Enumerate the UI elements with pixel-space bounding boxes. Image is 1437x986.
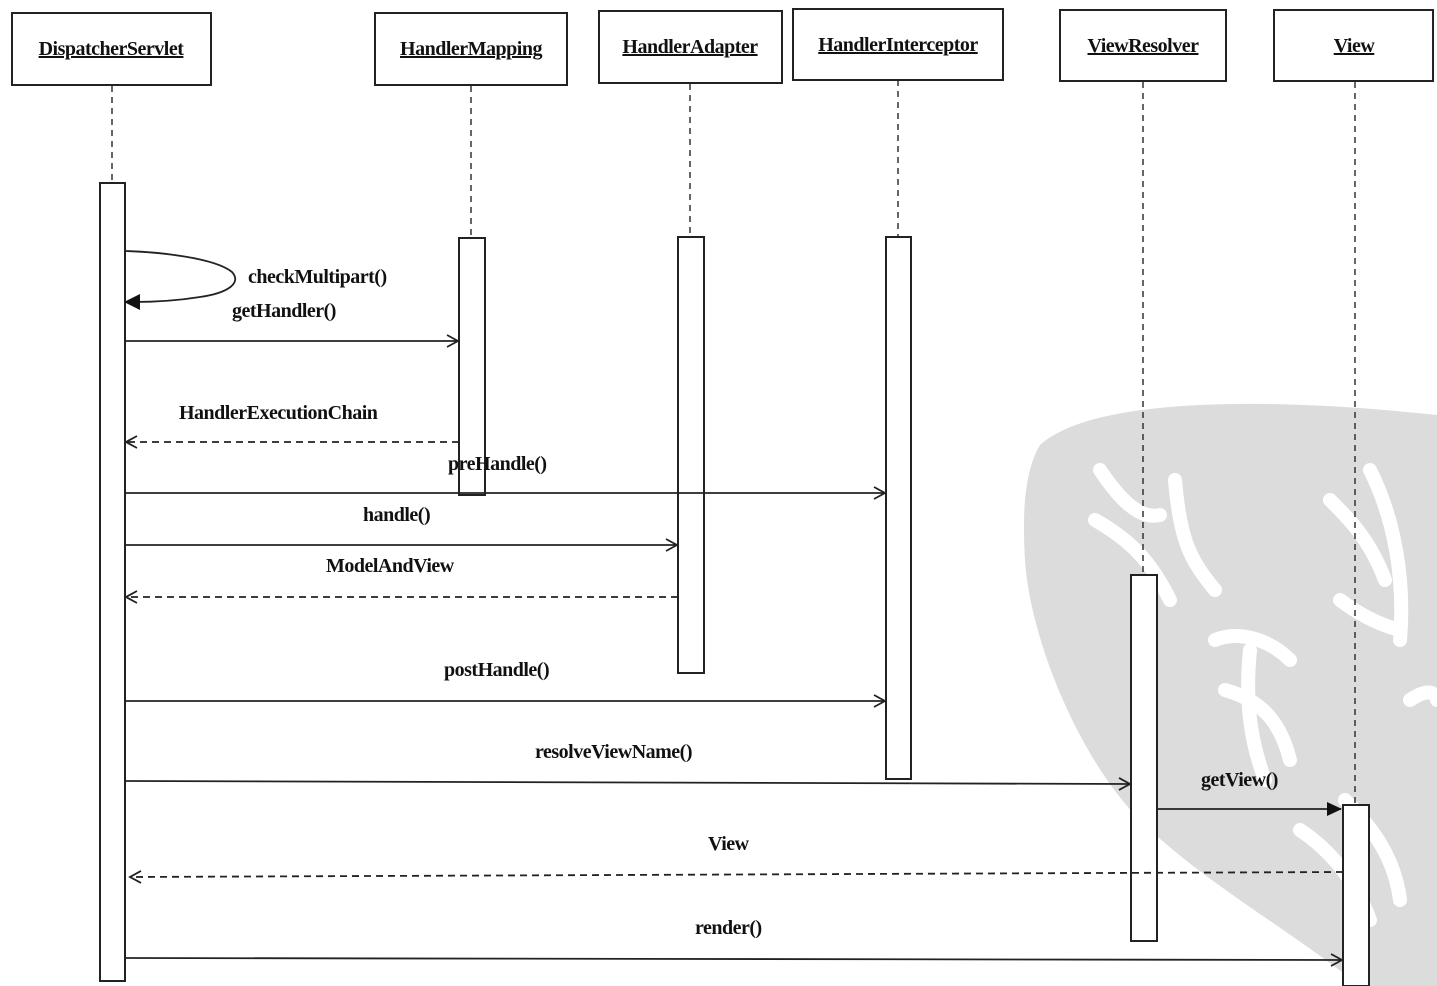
message-postHandle: postHandle() [125, 659, 887, 708]
participant-label: HandlerMapping [400, 38, 542, 60]
seal-watermark [1023, 403, 1437, 986]
message-view-return: View [128, 833, 1344, 884]
participant-interceptor: HandlerInterceptor [792, 8, 1004, 81]
filled-arrowhead [124, 294, 140, 310]
message-label: getHandler() [232, 300, 336, 322]
message-preHandle: preHandle() [125, 453, 887, 500]
message-label: ModelAndView [326, 555, 455, 577]
self-call-arrow [124, 250, 237, 303]
message-render: render() [124, 917, 1344, 967]
activation-adapter [677, 236, 705, 674]
message-label: preHandle() [448, 453, 547, 475]
participant-label: HandlerInterceptor [818, 34, 978, 56]
activation-view [1342, 804, 1370, 986]
activation-mapping [458, 237, 486, 496]
activation-dispatcher [99, 182, 126, 982]
activation-resolver [1130, 574, 1158, 942]
message-label: HandlerExecutionChain [179, 402, 378, 424]
message-getView: getView() [1157, 769, 1342, 816]
message-modelAndView: ModelAndView [124, 555, 678, 604]
participant-label: HandlerAdapter [622, 36, 758, 58]
message-label: render() [695, 917, 762, 939]
participant-label: View [1334, 35, 1376, 57]
message-handle: handle() [125, 504, 679, 552]
message-getHandler: getHandler() [125, 300, 460, 348]
message-checkMultipart: checkMultipart() [124, 250, 387, 310]
participant-label: DispatcherServlet [39, 38, 185, 60]
message-label: handle() [363, 504, 430, 526]
participant-label: ViewResolver [1088, 35, 1200, 57]
message-label: getView() [1201, 769, 1278, 791]
participant-dispatcher: DispatcherServlet [11, 12, 212, 86]
message-label: postHandle() [444, 659, 549, 681]
message-resolveViewName: resolveViewName() [124, 741, 1132, 791]
message-label: checkMultipart() [248, 266, 387, 288]
activation-interceptor [885, 236, 912, 780]
message-label: resolveViewName() [535, 741, 692, 763]
message-handlerExecutionChain: HandlerExecutionChain [124, 402, 459, 449]
participant-resolver: ViewResolver [1059, 9, 1227, 82]
participant-mapping: HandlerMapping [374, 12, 568, 86]
message-label: View [708, 833, 750, 855]
participant-adapter: HandlerAdapter [598, 10, 783, 84]
participant-view: View [1273, 9, 1434, 82]
